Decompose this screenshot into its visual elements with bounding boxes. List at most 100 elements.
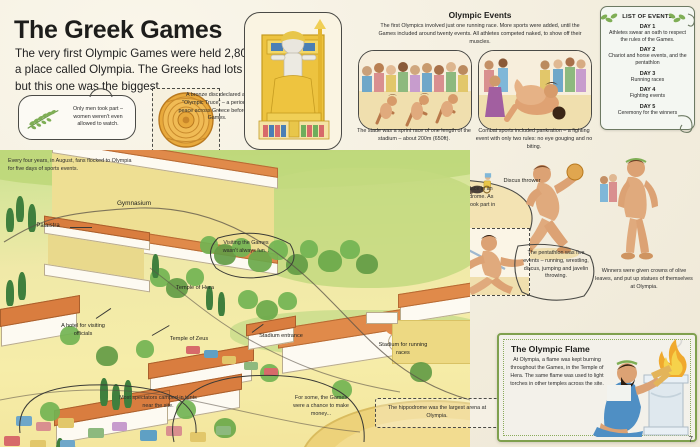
bubble-bronze-disc-text: A bronze disc declared an "Olympic Truce… <box>178 92 256 122</box>
tree <box>60 326 80 345</box>
caption-pentathlon-text: The pentathlon was five events – running… <box>523 250 589 280</box>
spectator-tent <box>190 432 206 442</box>
bubble-spectators-tents-text: Most spectators camped in tents near the… <box>119 395 197 409</box>
olympic-flame-panel: The Olympic Flame At Olympia, a flame wa… <box>497 333 697 442</box>
cypress-tree <box>100 378 108 406</box>
cypress-tree <box>124 380 132 408</box>
spectator-tent <box>58 418 74 428</box>
cypress-tree <box>206 286 213 310</box>
day-5-text: Ceremony for the winners <box>617 109 678 116</box>
caption-combat-text: Combat sports included pankration – a fi… <box>475 128 593 150</box>
olympia-site-map <box>0 150 470 447</box>
make-money-bubble-outline <box>172 374 365 443</box>
bubble-make-money-text: For some, the Games were a chance to mak… <box>293 395 349 417</box>
combat-sports-illustration <box>478 50 592 130</box>
label-gymnasium: Gymnasium <box>116 200 152 207</box>
page-title: The Greek Games <box>14 16 223 44</box>
market-stall <box>264 368 278 376</box>
bubble-spectators-tents: Most spectators camped in tents near the… <box>118 395 198 411</box>
spectator-tent <box>60 440 75 447</box>
tree <box>318 250 342 272</box>
bubble-every-four-years-text: Every four years, in August, fans flocke… <box>8 158 132 172</box>
day-3-label: DAY 3 <box>639 70 656 77</box>
label-palaistra: Palaistra <box>36 223 60 229</box>
caption-winners: Winners were given crowns of olive leave… <box>594 268 694 291</box>
bubble-visiting-fun-text: Visiting the Games wasn't always fun... <box>222 240 270 254</box>
bubble-hippodrome: The hippodrome was the largest arena at … <box>375 398 499 428</box>
day-2-text: Chariot and horse events, and the pentat… <box>608 53 687 67</box>
scroll-curl-icon <box>677 115 693 133</box>
day-3-text: Running races <box>630 76 665 83</box>
bubble-men-only: Only men took part – women weren't even … <box>18 95 136 140</box>
bubble-every-four-years: Every four years, in August, fans flocke… <box>8 158 136 174</box>
spectator-tent <box>140 430 157 441</box>
stade-race-illustration <box>358 50 472 130</box>
day-1-text: Athletes swear an oath to respect the ru… <box>609 29 686 43</box>
bronze-disc-illustration <box>152 88 220 152</box>
spectator-tent <box>216 426 231 435</box>
tree <box>268 240 288 260</box>
flame-illustration <box>593 339 689 437</box>
spectator-tent <box>36 422 51 431</box>
cypress-tree <box>218 292 225 316</box>
day-2-label: DAY 2 <box>639 47 656 54</box>
spectator-tent <box>30 440 46 447</box>
stadium-track <box>392 320 470 364</box>
cypress-tree <box>6 280 14 306</box>
day-1-label: DAY 1 <box>639 23 656 30</box>
bubble-visiting-fun: Visiting the Games wasn't always fun... <box>218 240 274 256</box>
market-stall <box>186 346 200 354</box>
caption-pentathlon: The pentathlon was five events – running… <box>520 250 592 281</box>
tree <box>186 268 204 286</box>
label-stadium-entrance: Stadium entrance <box>259 333 303 339</box>
caption-winners-text: Winners were given crowns of olive leave… <box>595 268 693 290</box>
tree <box>278 292 297 310</box>
bubble-make-money: For some, the Games were a chance to mak… <box>290 395 352 418</box>
cypress-tree <box>152 254 159 278</box>
cypress-tree <box>18 272 26 300</box>
cypress-tree <box>16 196 24 222</box>
bubble-visiting-fun-outline <box>210 232 295 279</box>
tree <box>40 402 60 421</box>
cypress-tree <box>28 204 36 232</box>
flame-heading: The Olympic Flame <box>511 344 590 354</box>
bubble-men-only-handle <box>89 88 113 98</box>
label-temple-zeus: Temple of Zeus <box>169 336 209 342</box>
market-stall <box>204 350 218 358</box>
day-4-text: Fighting events <box>629 93 666 100</box>
label-hotel: A hotel for visiting officials <box>52 323 114 338</box>
palaistra-leader-line <box>70 227 92 228</box>
caption-stade: The stade was a sprint race of one lengt… <box>356 128 472 144</box>
winners-statue-illustration <box>596 150 674 266</box>
tree <box>332 380 352 399</box>
tree <box>286 254 308 275</box>
page-number: 7 <box>688 435 693 444</box>
bubble-hippodrome-text: The hippodrome was the largest arena at … <box>387 405 487 419</box>
spectator-tent <box>112 422 127 431</box>
tree <box>238 290 258 309</box>
label-stadium-running: Stadium for running races <box>378 342 428 356</box>
list-of-events-heading: LIST OF EVENTS <box>622 14 673 20</box>
caption-stade-text: The stade was a sprint race of one lengt… <box>357 128 471 142</box>
tree <box>232 238 251 257</box>
cypress-tree <box>112 384 120 410</box>
tree <box>300 240 318 258</box>
olympic-events-heading: Olympic Events <box>448 10 512 20</box>
spectator-tent <box>16 416 32 426</box>
tree <box>256 300 278 320</box>
spectators-bubble-outline <box>19 384 197 434</box>
bubble-bronze-disc: A bronze disc declared an "Olympic Truce… <box>176 92 258 123</box>
pentathlon-bubble-outline <box>514 243 595 301</box>
label-temple-hera: Temple of Hera <box>176 285 214 291</box>
spectator-tent <box>88 428 104 438</box>
tree <box>248 250 272 272</box>
market-stall <box>244 362 258 370</box>
list-of-events-scroll: LIST OF EVENTS DAY 1 Athletes swear an o… <box>600 6 695 130</box>
tree <box>214 244 236 265</box>
tree <box>200 236 218 254</box>
flame-body: At Olympia, a flame was kept burning thr… <box>510 357 604 387</box>
zeus-statue-illustration <box>244 12 342 150</box>
scroll-laurel-icon <box>600 13 695 27</box>
label-hotel-text: A hotel for visiting officials <box>61 323 105 337</box>
